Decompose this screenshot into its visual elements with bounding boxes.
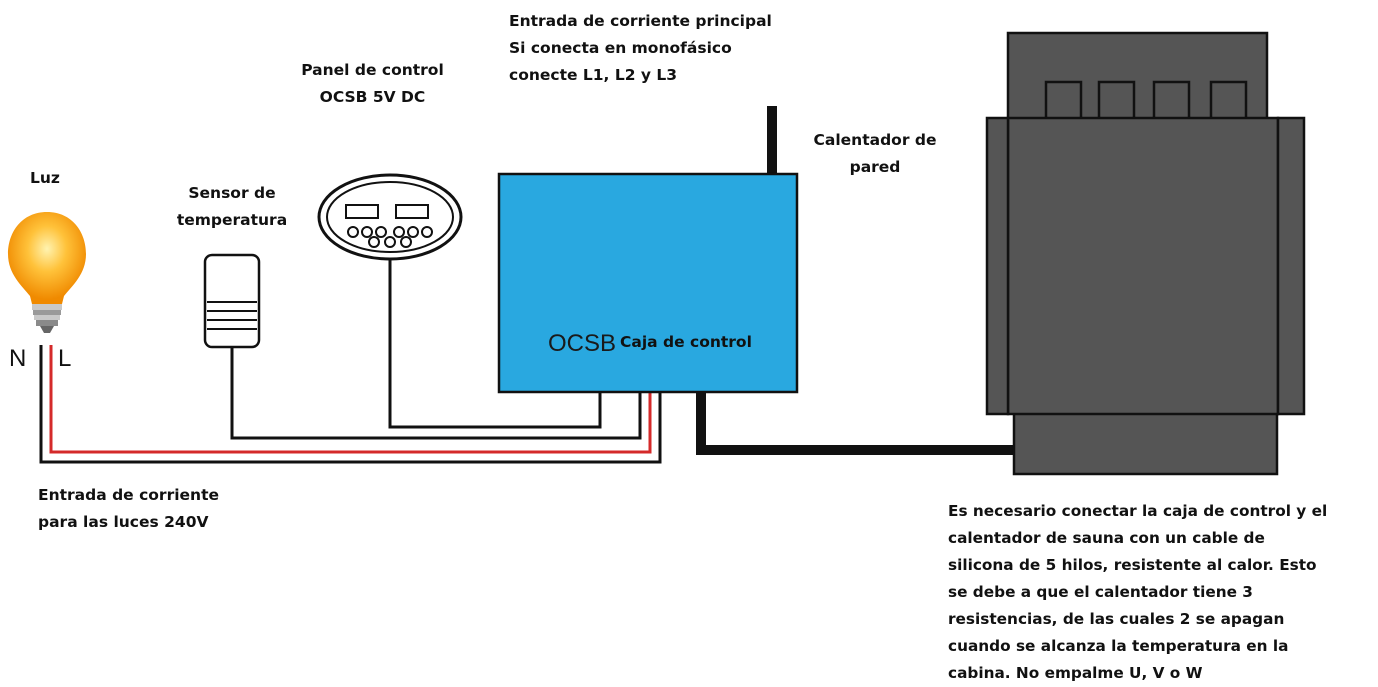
control-panel-label-line-2: OCSB 5V DC	[319, 88, 426, 106]
main-power-label-line-3: conecte L1, L2 y L3	[509, 66, 678, 84]
sensor-label-line-1: Sensor de	[188, 184, 276, 202]
note-line: calentador de sauna con un cable de	[948, 529, 1265, 547]
control-panel-label-line-1: Panel de control	[301, 61, 444, 79]
note-line: se debe a que el calentador tiene 3	[948, 583, 1253, 601]
light-label: Luz	[30, 169, 60, 187]
control-box-brand: OCSB	[548, 330, 617, 357]
light-power-label-line-2: para las luces 240V	[38, 513, 209, 531]
sensor-label-line-2: temperatura	[176, 211, 288, 229]
main-power-label-line-2: Si conecta en monofásico	[509, 39, 732, 57]
sensor-label: Sensor de temperatura	[162, 180, 302, 234]
note-line: cabina. No empalme U, V o W	[948, 664, 1203, 682]
control-box	[497, 172, 799, 394]
neutral-label: N	[9, 345, 27, 372]
neutral-wire	[39, 345, 662, 464]
note-line: Es necesario conectar la caja de control…	[948, 502, 1328, 520]
control-panel-label: Panel de control OCSB 5V DC	[290, 57, 455, 111]
wiring-note: Es necesario conectar la caja de control…	[948, 498, 1327, 687]
note-line: cuando se alcanza la temperatura en la	[948, 637, 1289, 655]
control-panel-icon	[317, 173, 463, 261]
wall-heater-icon	[985, 31, 1306, 476]
wall-heater-label-line-2: pared	[849, 158, 901, 176]
light-power-label: Entrada de corriente para las luces 240V	[38, 482, 219, 536]
heater-cable	[696, 391, 1014, 455]
wall-heater-label-line-1: Calentador de	[813, 131, 937, 149]
sensor-cable	[230, 347, 642, 440]
light-power-label-line-1: Entrada de corriente	[38, 486, 219, 504]
panel-cable	[388, 259, 602, 429]
live-wire-red	[49, 345, 652, 454]
temperature-sensor-icon	[203, 253, 261, 349]
live-label: L	[58, 345, 72, 372]
note-line: resistencias, de las cuales 2 se apagan	[948, 610, 1285, 628]
light-wires	[39, 345, 662, 464]
note-line: silicona de 5 hilos, resistente al calor…	[948, 556, 1317, 574]
main-power-label-line-1: Entrada de corriente principal	[509, 12, 772, 30]
main-power-label: Entrada de corriente principal Si conect…	[509, 8, 772, 89]
light-bulb-icon	[8, 212, 86, 333]
wall-heater-label: Calentador de pared	[800, 127, 950, 181]
control-box-label: Caja de control	[620, 333, 752, 351]
